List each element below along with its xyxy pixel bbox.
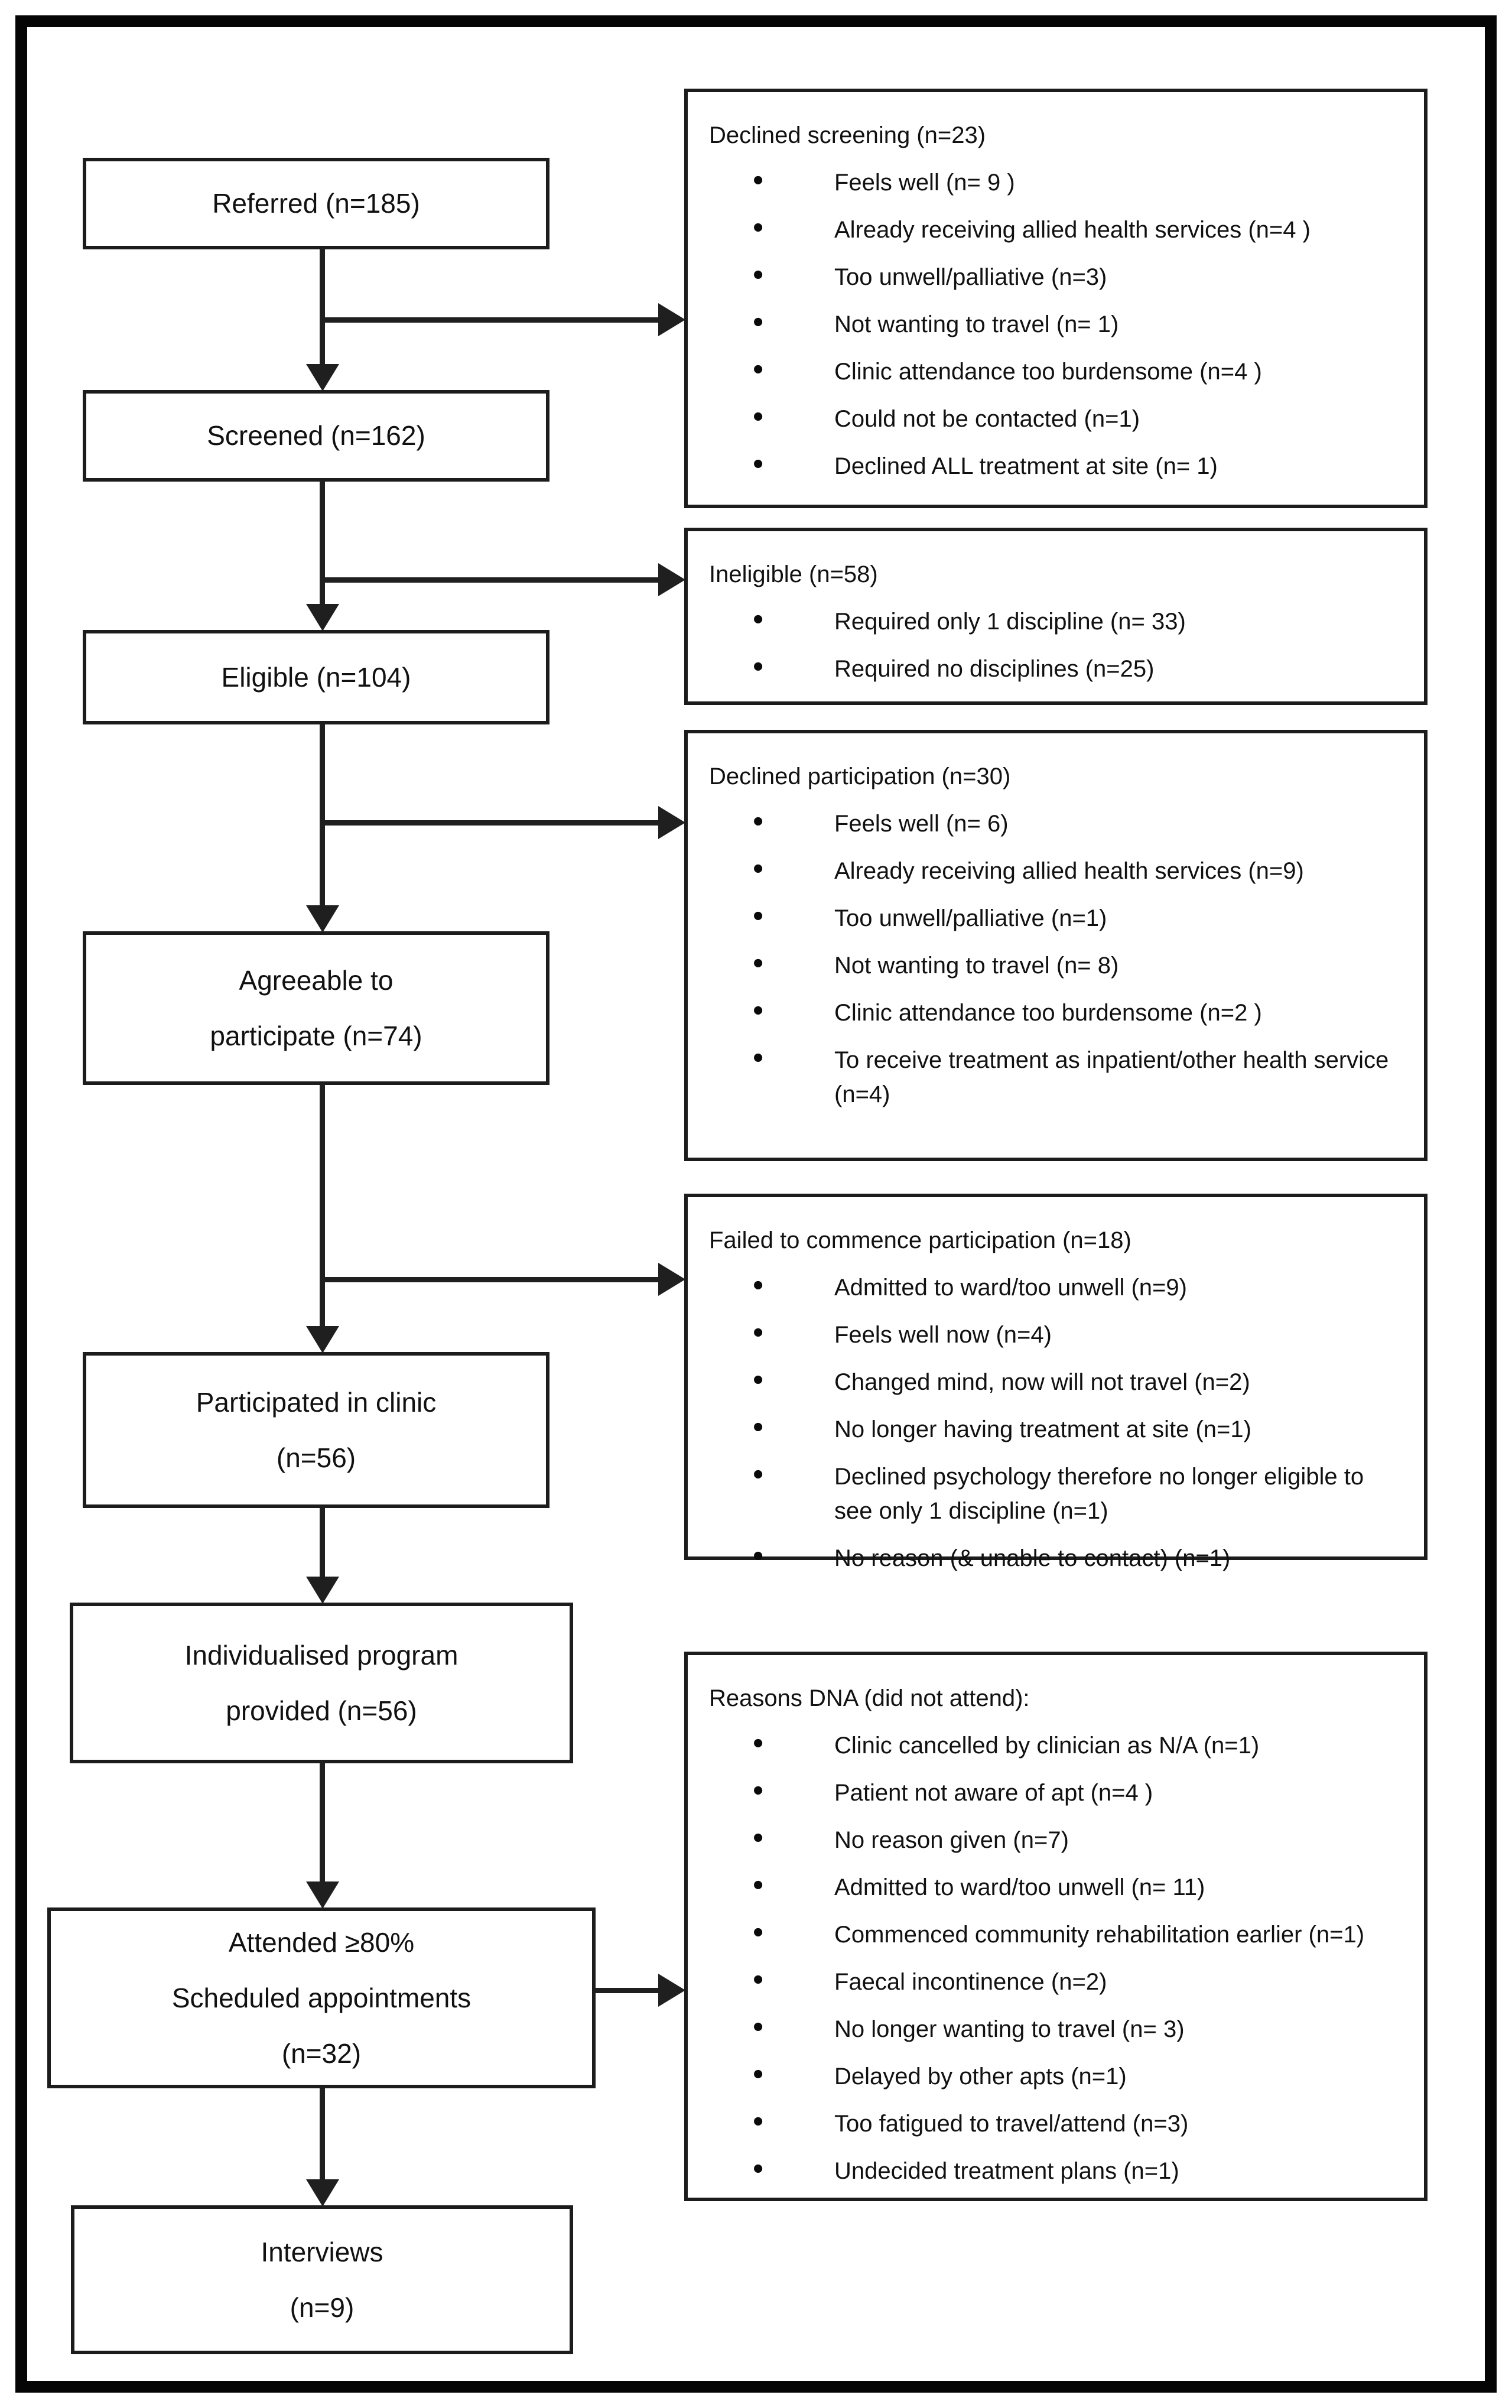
arrowhead-down-screened <box>306 364 339 391</box>
bullet-item: Could not be contacted (n=1) <box>709 398 1400 436</box>
arrowhead-right-failed-commence <box>658 1263 685 1296</box>
bullet-item: Commenced community rehabilitation earli… <box>709 1914 1400 1952</box>
outer-frame-border <box>15 15 1497 2393</box>
bullet-item: Clinic attendance too burdensome (n=4 ) <box>709 351 1400 389</box>
bullet-item: Changed mind, now will not travel (n=2) <box>709 1361 1400 1399</box>
side-box-failed-to-commence-list: Admitted to ward/too unwell (n=9) Feels w… <box>709 1267 1400 1575</box>
arrowhead-down-eligible <box>306 604 339 631</box>
side-box-declined-screening-list: Feels well (n= 9 ) Already receiving alli… <box>709 162 1400 483</box>
arrowhead-right-declined-participation <box>658 806 685 839</box>
flow-box-interviews-label: Interviews (n=9) <box>261 2236 383 2323</box>
bullet-item: Too unwell/palliative (n=1) <box>709 898 1400 935</box>
bullet-item: Required only 1 discipline (n= 33) <box>709 601 1400 639</box>
arrowhead-down-interviews <box>306 2179 339 2206</box>
arrowhead-down-participated <box>306 1326 339 1353</box>
bullet-item: Not wanting to travel (n= 1) <box>709 304 1400 342</box>
arrowhead-right-reasons-dna <box>658 1974 685 2007</box>
bullet-item: Required no disciplines (n=25) <box>709 648 1400 686</box>
side-box-ineligible-list: Required only 1 discipline (n= 33) Requir… <box>709 601 1400 686</box>
bullet-item: Already receiving allied health services… <box>709 850 1400 888</box>
arrowhead-down-agreeable <box>306 905 339 932</box>
connector-attended-to-interviews <box>320 2087 325 2179</box>
branch-to-declined-screening <box>322 317 661 323</box>
bullet-item: Feels well (n= 9 ) <box>709 162 1400 200</box>
side-box-declined-screening: Declined screening (n=23) Feels well (n=… <box>684 89 1428 508</box>
side-box-ineligible-title: Ineligible (n=58) <box>709 561 878 587</box>
flow-box-individualised-program: Individualised program provided (n=56) <box>70 1603 573 1763</box>
bullet-item: Clinic attendance too burdensome (n=2 ) <box>709 992 1400 1030</box>
side-box-declined-participation-list: Feels well (n= 6) Already receiving allie… <box>709 803 1400 1112</box>
connector-screened-to-eligible <box>320 480 325 604</box>
flow-box-referred-label: Referred (n=185) <box>212 188 420 219</box>
flow-box-agreeable-label: Agreeable to participate (n=74) <box>210 964 422 1051</box>
connector-referred-to-screened <box>320 248 325 364</box>
branch-to-ineligible <box>322 577 661 583</box>
flow-box-referred: Referred (n=185) <box>83 158 549 249</box>
connector-agreeable-to-participated <box>320 1084 325 1326</box>
flow-box-participated-in-clinic: Participated in clinic (n=56) <box>83 1352 549 1508</box>
arrowhead-right-declined-screening <box>658 303 685 336</box>
connector-eligible-to-agreeable <box>320 723 325 905</box>
bullet-item: Delayed by other apts (n=1) <box>709 2056 1400 2094</box>
branch-to-failed-commence <box>322 1277 661 1282</box>
branch-attended-to-reasons-dna <box>594 1988 659 1993</box>
side-box-failed-to-commence: Failed to commence participation (n=18) … <box>684 1194 1428 1574</box>
bullet-item: Feels well now (n=4) <box>709 1314 1400 1352</box>
side-box-declined-participation: Declined participation (n=30) Feels well… <box>684 730 1428 1161</box>
flow-box-eligible-label: Eligible (n=104) <box>221 661 411 693</box>
side-box-reasons-dna-list: Clinic cancelled by clinician as N/A (n=… <box>709 1725 1400 2188</box>
bullet-item: No longer having treatment at site (n=1) <box>709 1409 1400 1447</box>
flow-box-participated-label: Participated in clinic (n=56) <box>196 1386 437 1473</box>
bullet-item: Already receiving allied health services… <box>709 209 1400 247</box>
bullet-item: Too fatigued to travel/attend (n=3) <box>709 2103 1400 2141</box>
bullet-item: Declined ALL treatment at site (n= 1) <box>709 446 1400 483</box>
bullet-item: Admitted to ward/too unwell (n=9) <box>709 1267 1400 1305</box>
bullet-item: No longer wanting to travel (n= 3) <box>709 2009 1400 2046</box>
arrowhead-down-individualised <box>306 1577 339 1604</box>
flow-box-individualised-label: Individualised program provided (n=56) <box>184 1639 459 1726</box>
bullet-item: To receive treatment as inpatient/other … <box>709 1039 1400 1112</box>
bullet-item: No reason given (n=7) <box>709 1819 1400 1857</box>
bullet-item: Clinic cancelled by clinician as N/A (n=… <box>709 1725 1400 1763</box>
bullet-item: Feels well (n= 6) <box>709 803 1400 841</box>
connector-participated-to-individualised <box>320 1507 325 1577</box>
bullet-item: Patient not aware of apt (n=4 ) <box>709 1772 1400 1810</box>
side-box-ineligible: Ineligible (n=58) Required only 1 discip… <box>684 528 1428 705</box>
connector-individualised-to-attended <box>320 1762 325 1881</box>
flow-box-screened: Screened (n=162) <box>83 390 549 482</box>
side-box-reasons-dna-title: Reasons DNA (did not attend): <box>709 1685 1030 1711</box>
flow-box-eligible: Eligible (n=104) <box>83 630 549 724</box>
bullet-item: Not wanting to travel (n= 8) <box>709 945 1400 983</box>
flow-box-screened-label: Screened (n=162) <box>207 420 425 451</box>
arrowhead-right-ineligible <box>658 563 685 596</box>
flow-box-attended-80pct: Attended ≥80% Scheduled appointments (n=… <box>47 1907 596 2088</box>
flow-box-attended-label: Attended ≥80% Scheduled appointments (n=… <box>171 1926 472 2069</box>
branch-to-declined-participation <box>322 820 661 826</box>
side-box-reasons-dna: Reasons DNA (did not attend): Clinic can… <box>684 1652 1428 2201</box>
side-box-failed-to-commence-title: Failed to commence participation (n=18) <box>709 1227 1131 1253</box>
side-box-declined-participation-title: Declined participation (n=30) <box>709 763 1011 789</box>
bullet-item: Admitted to ward/too unwell (n= 11) <box>709 1867 1400 1905</box>
bullet-item: Undecided treatment plans (n=1) <box>709 2150 1400 2188</box>
bullet-item: Too unwell/palliative (n=3) <box>709 256 1400 294</box>
bullet-item: No reason (& unable to contact) (n=1) <box>709 1538 1400 1575</box>
flow-box-agreeable-to-participate: Agreeable to participate (n=74) <box>83 931 549 1085</box>
side-box-declined-screening-title: Declined screening (n=23) <box>709 122 986 148</box>
flow-box-interviews: Interviews (n=9) <box>71 2205 573 2354</box>
arrowhead-down-attended <box>306 1881 339 1909</box>
bullet-item: Faecal incontinence (n=2) <box>709 1961 1400 1999</box>
bullet-item: Declined psychology therefore no longer … <box>709 1456 1400 1528</box>
